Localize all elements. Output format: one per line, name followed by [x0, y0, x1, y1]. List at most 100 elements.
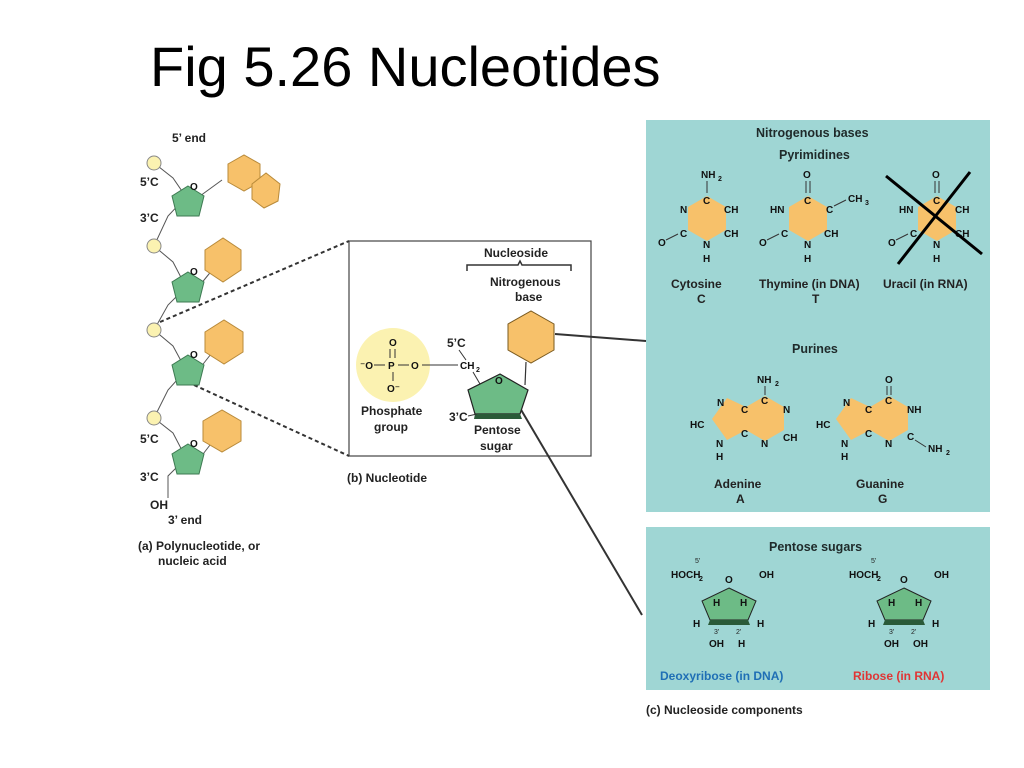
svg-text:OH: OH	[709, 639, 724, 650]
c3-label: 3’C	[140, 470, 159, 484]
uracil-cross-out	[885, 171, 983, 265]
phosphate-circle	[146, 410, 162, 426]
pentose-sugars-heading: Pentose sugars	[769, 540, 862, 554]
sugar-ring-oxygen: O	[495, 376, 503, 387]
pyrimidines-heading: Pyrimidines	[779, 148, 850, 162]
cytosine-abbr: C	[697, 292, 706, 306]
nitrogenous-base-label-line2: base	[515, 290, 543, 304]
svg-text:2: 2	[775, 381, 779, 388]
base-hexagon	[251, 172, 281, 209]
sugar-pentagon	[171, 443, 205, 475]
phosphate-group-circle	[356, 328, 430, 402]
svg-text:O: O	[725, 575, 733, 586]
c3-label: 3’C	[449, 410, 468, 424]
c3-label: 3’C	[140, 211, 159, 225]
svg-text:3: 3	[865, 200, 869, 207]
oh-label: OH	[150, 498, 168, 512]
phosphate-circle	[146, 238, 162, 254]
pentose-sugar-label-line1: Pentose	[474, 423, 521, 437]
svg-text:H: H	[738, 639, 745, 650]
base-to-panel-line	[554, 333, 647, 342]
svg-text:C: C	[741, 405, 748, 416]
base-hexagon	[202, 409, 242, 453]
svg-text:C: C	[781, 229, 788, 240]
svg-text:N: N	[761, 439, 768, 450]
svg-text:CH: CH	[724, 205, 738, 216]
svg-text:HC: HC	[690, 420, 704, 431]
svg-text:C: C	[933, 196, 940, 207]
ch2-subscript: 2	[476, 367, 480, 374]
ring-oxygen-label: O	[190, 267, 198, 278]
svg-text:H: H	[932, 619, 939, 630]
sugar-pentagon	[171, 185, 205, 217]
svg-text:O: O	[900, 575, 908, 586]
svg-text:C: C	[865, 405, 872, 416]
panel-b-nucleotide: Nucleoside Nitrogenous base O ⁻O P O O⁻ …	[347, 246, 572, 485]
svg-text:H: H	[868, 619, 875, 630]
svg-text:C: C	[907, 432, 914, 443]
svg-text:2': 2'	[736, 629, 741, 636]
panel-a-caption-line2: nucleic acid	[158, 554, 227, 568]
nucleotide-base-hexagon	[507, 310, 555, 364]
svg-text:HN: HN	[899, 205, 913, 216]
c5-label: 5’C	[140, 432, 159, 446]
svg-text:CH: CH	[848, 194, 862, 205]
svg-text:NH: NH	[757, 375, 771, 386]
phosphate-group-label-line1: Phosphate	[361, 404, 423, 418]
svg-text:C: C	[826, 205, 833, 216]
svg-text:2: 2	[718, 176, 722, 183]
sugar-to-panel-line	[519, 407, 643, 616]
svg-text:H: H	[841, 452, 848, 463]
svg-text:N: N	[841, 439, 848, 450]
ring-oxygen-label: O	[190, 182, 198, 193]
phosphate-circle	[146, 322, 162, 338]
svg-text:H: H	[888, 598, 895, 609]
guanine-name: Guanine	[856, 477, 904, 491]
adenine-name: Adenine	[714, 477, 762, 491]
svg-text:H: H	[693, 619, 700, 630]
svg-text:N: N	[703, 240, 710, 251]
phosphate-o-top: O	[389, 338, 397, 349]
pentose-sugar-edge	[474, 414, 522, 419]
svg-text:H: H	[703, 254, 710, 265]
ribose-label: Ribose (in RNA)	[853, 669, 944, 683]
svg-text:OH: OH	[884, 639, 899, 650]
svg-text:N: N	[933, 240, 940, 251]
svg-text:H: H	[757, 619, 764, 630]
phosphate-circle	[146, 155, 162, 171]
phosphate-o-right: O	[411, 361, 419, 372]
svg-text:H: H	[915, 598, 922, 609]
svg-text:C: C	[865, 429, 872, 440]
svg-text:OH: OH	[934, 570, 949, 581]
thymine-name: Thymine (in DNA)	[759, 277, 860, 291]
nitrogenous-bases-heading: Nitrogenous bases	[756, 126, 869, 140]
svg-text:5': 5'	[695, 558, 700, 565]
c5-label: 5’C	[140, 175, 159, 189]
panel-a-caption-line1: (a) Polynucleotide, or	[138, 539, 260, 553]
phosphate-group-label-line2: group	[374, 420, 408, 434]
svg-text:C: C	[761, 396, 768, 407]
svg-text:NH: NH	[928, 444, 942, 455]
svg-text:CH: CH	[783, 433, 797, 444]
svg-text:3': 3'	[889, 629, 894, 636]
svg-text:H: H	[933, 254, 940, 265]
guanine-abbr: G	[878, 492, 887, 506]
pentose-sugar-label-line2: sugar	[480, 439, 513, 453]
base-hexagon	[204, 319, 244, 365]
ch2-label: CH	[460, 361, 474, 372]
svg-text:O: O	[932, 170, 940, 181]
ring-oxygen-label: O	[190, 350, 198, 361]
svg-text:N: N	[885, 439, 892, 450]
svg-text:N: N	[717, 398, 724, 409]
svg-text:O: O	[803, 170, 811, 181]
svg-text:HOCH: HOCH	[671, 570, 700, 581]
panel-b-caption: (b) Nucleotide	[347, 471, 427, 485]
svg-text:CH: CH	[824, 229, 838, 240]
nucleoside-label: Nucleoside	[484, 246, 548, 260]
